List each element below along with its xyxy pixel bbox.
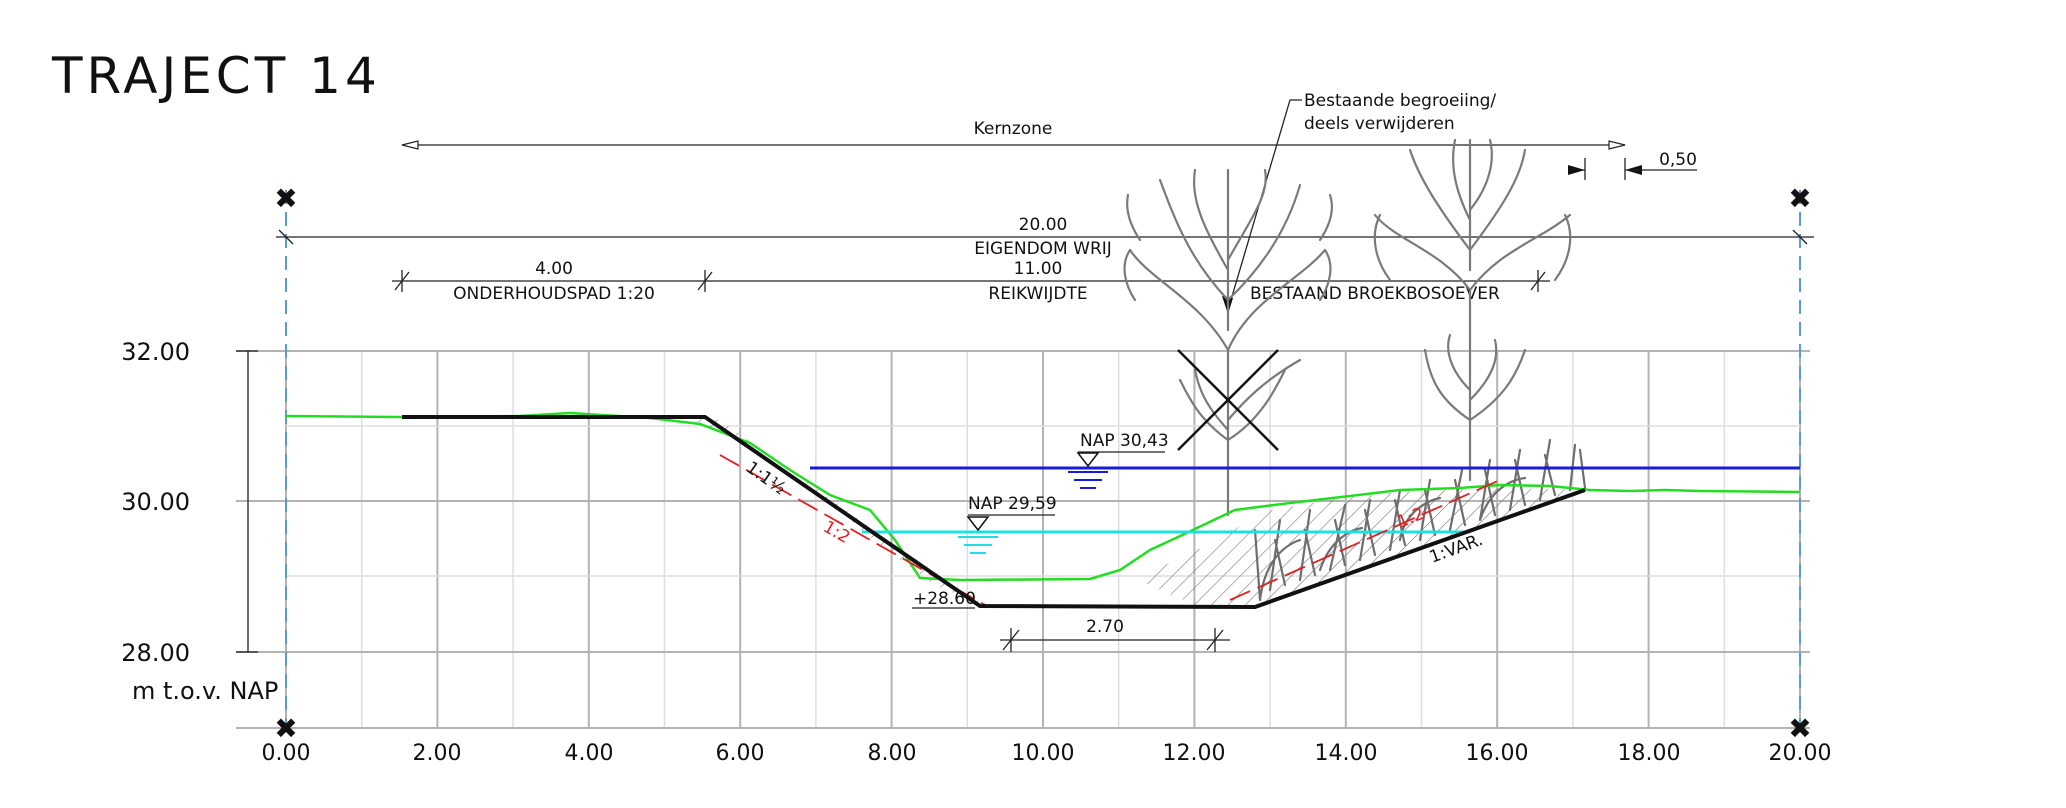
onderhoudspad-value: 4.00 bbox=[535, 259, 573, 279]
grid bbox=[236, 350, 1810, 729]
broekbos-label: BESTAAND BROEKBOSOEVER bbox=[1250, 284, 1500, 304]
corner-marker-icon: ✖ bbox=[1788, 712, 1811, 745]
slope-red-left-label: 1:2 bbox=[820, 517, 854, 548]
x-tick-label: 6.00 bbox=[716, 741, 765, 766]
reikwijdte-value: 11.00 bbox=[1014, 259, 1063, 279]
x-tick-label: 16.00 bbox=[1466, 741, 1529, 766]
bottom-level-label: +28.60 bbox=[913, 589, 976, 609]
corner-marker-icon: ✖ bbox=[274, 712, 297, 745]
existing-profile-line bbox=[285, 411, 1801, 582]
x-tick-label: 8.00 bbox=[868, 741, 917, 766]
water-symbol-low: NAP 29,59 bbox=[958, 494, 1057, 554]
design-profile-line bbox=[402, 415, 1586, 610]
bottom-width-dimension: 2.70 bbox=[1000, 617, 1230, 652]
kernzone-label: Kernzone bbox=[974, 119, 1053, 139]
x-tick-label: 20.00 bbox=[1769, 741, 1832, 766]
tree-note-line2: deels verwijderen bbox=[1304, 114, 1455, 134]
offset-label: 0,50 bbox=[1659, 150, 1697, 170]
eigendom-value: 20.00 bbox=[1019, 215, 1068, 235]
tree-right-icon bbox=[1373, 138, 1572, 482]
red-slope-right bbox=[1229, 479, 1501, 601]
bottom-width-label: 2.70 bbox=[1086, 617, 1124, 637]
offset-dimension: 0,50 bbox=[1568, 150, 1697, 180]
y-unit-label: m t.o.v. NAP bbox=[132, 677, 278, 705]
onderhoudspad-label: ONDERHOUDSPAD 1:20 bbox=[453, 284, 655, 304]
reikwijdte-dimension: 4.00 ONDERHOUDSPAD 1:20 11.00 REIKWIJDTE… bbox=[392, 259, 1550, 304]
reikwijdte-label: REIKWIJDTE bbox=[988, 284, 1087, 304]
tree-left-icon bbox=[1123, 168, 1334, 517]
leader-line bbox=[1227, 99, 1302, 311]
eigendom-dimension: 20.00 EIGENDOM WRIJ bbox=[276, 215, 1814, 259]
x-tick-label: 0.00 bbox=[262, 741, 311, 766]
x-tick-label: 4.00 bbox=[565, 741, 614, 766]
y-tick-label: 30.00 bbox=[121, 488, 190, 516]
corner-marker-icon: ✖ bbox=[274, 182, 297, 215]
x-tick-label: 10.00 bbox=[1012, 741, 1075, 766]
x-tick-label: 12.00 bbox=[1163, 741, 1226, 766]
eigendom-label: EIGENDOM WRIJ bbox=[974, 239, 1112, 259]
hatch-right bbox=[1138, 488, 1590, 607]
nap-high-label: NAP 30,43 bbox=[1080, 431, 1169, 451]
water-symbol-high: NAP 30,43 bbox=[1068, 431, 1169, 489]
page-title: TRAJECT 14 bbox=[51, 47, 381, 105]
y-tick-label: 32.00 bbox=[121, 338, 190, 366]
tree-note-line1: Bestaande begroeiing/ bbox=[1304, 91, 1496, 111]
x-tick-label: 14.00 bbox=[1315, 741, 1378, 766]
kernzone-dimension: Kernzone bbox=[401, 119, 1626, 150]
corner-marker-icon: ✖ bbox=[1788, 182, 1811, 215]
x-tick-label: 2.00 bbox=[413, 741, 462, 766]
x-tick-label: 18.00 bbox=[1618, 741, 1681, 766]
x-tick-labels: 0.00 2.00 4.00 6.00 8.00 10.00 12.00 14.… bbox=[262, 741, 1832, 766]
y-tick-label: 28.00 bbox=[121, 639, 190, 667]
nap-low-label: NAP 29,59 bbox=[968, 494, 1057, 514]
